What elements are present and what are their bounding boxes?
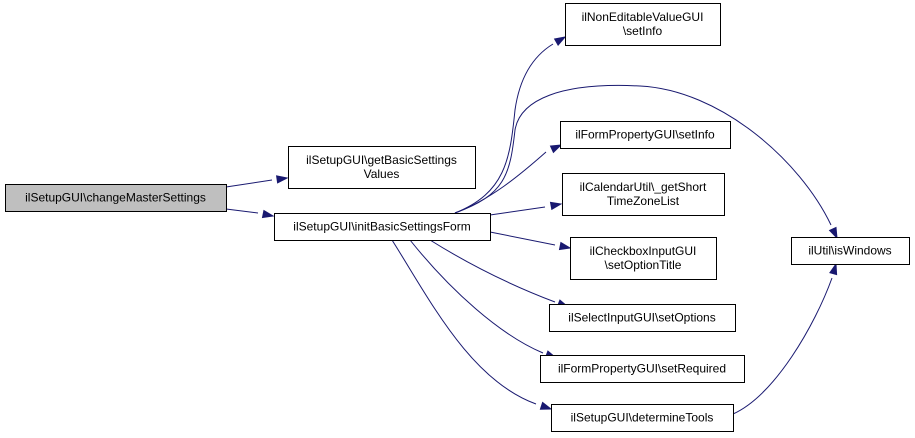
- edge-line: [225, 179, 273, 188]
- node-box: [540, 355, 745, 383]
- edge-arrowhead: [549, 201, 563, 211]
- node-util-iswindows[interactable]: ilUtil\isWindows: [791, 237, 910, 265]
- edge-change_master-to-get_basic_values: [225, 175, 289, 188]
- edge-line: [489, 231, 556, 246]
- node-checkbox-optiontitle[interactable]: ilCheckboxInputGUI\setOptionTitle: [570, 237, 717, 280]
- node-label: TimeZoneList: [607, 194, 680, 208]
- nodes-layer: ilSetupGUI\changeMasterSettings ilSetupGU…: [5, 3, 910, 432]
- node-box: [551, 404, 734, 432]
- edge-arrowhead: [539, 401, 553, 410]
- edge-init_basic_form-to-util_iswindows: [454, 84, 838, 240]
- node-label: ilCheckboxInputGUI: [590, 244, 697, 258]
- node-label: ilSetupGUI\changeMasterSettings: [25, 191, 206, 205]
- edge-line: [454, 84, 832, 226]
- edge-init_basic_form-to-select_setoptions: [429, 239, 570, 308]
- node-box: [565, 3, 721, 46]
- edge-arrowhead: [553, 36, 567, 46]
- edge-line: [429, 239, 556, 303]
- node-box: [5, 184, 227, 212]
- node-box: [570, 237, 717, 280]
- node-box: [791, 237, 910, 265]
- edge-line: [732, 277, 833, 415]
- node-label: \setInfo: [623, 24, 663, 38]
- edge-arrowhead: [558, 241, 572, 251]
- node-box: [288, 146, 476, 189]
- node-determine-tools[interactable]: ilSetupGUI\determineTools: [551, 404, 734, 432]
- edge-line: [454, 151, 547, 214]
- node-formprop-setinfo[interactable]: ilFormPropertyGUI\setInfo: [560, 121, 731, 149]
- node-box: [562, 173, 725, 216]
- node-label: Values: [364, 167, 400, 181]
- node-label: ilFormPropertyGUI\setInfo: [575, 128, 715, 142]
- node-label: ilSetupGUI\initBasicSettingsForm: [293, 220, 470, 234]
- node-box: [274, 213, 491, 241]
- node-label: ilSetupGUI\getBasicSettings: [306, 153, 457, 167]
- node-label: ilNonEditableValueGUI: [582, 10, 704, 24]
- node-box: [549, 304, 736, 332]
- edge-arrowhead: [261, 209, 275, 219]
- edge-init_basic_form-to-checkbox_optiontitle: [489, 231, 572, 251]
- edge-arrowhead: [276, 175, 289, 184]
- edge-arrowhead: [828, 226, 838, 240]
- edge-init_basic_form-to-noneditable_setinfo: [454, 36, 567, 214]
- node-box: [560, 121, 731, 149]
- edge-line: [225, 208, 259, 214]
- edge-init_basic_form-to-formprop_setrequired: [409, 239, 558, 359]
- node-label: ilSetupGUI\determineTools: [571, 411, 714, 425]
- node-noneditable-setinfo[interactable]: ilNonEditableValueGUI\setInfo: [565, 3, 721, 46]
- node-init-basic-form[interactable]: ilSetupGUI\initBasicSettingsForm: [274, 213, 491, 241]
- edge-arrowhead: [829, 262, 838, 276]
- node-label: ilCalendarUtil\_getShort: [580, 180, 707, 194]
- node-formprop-setrequired[interactable]: ilFormPropertyGUI\setRequired: [540, 355, 745, 383]
- edge-line: [454, 43, 554, 214]
- edge-change_master-to-init_basic_form: [225, 208, 275, 219]
- node-select-setoptions[interactable]: ilSelectInputGUI\setOptions: [549, 304, 736, 332]
- edges-layer: [225, 36, 838, 415]
- edge-determine_tools-to-util_iswindows: [732, 262, 838, 415]
- node-label: ilFormPropertyGUI\setRequired: [558, 362, 726, 376]
- edge-arrowhead: [549, 144, 563, 154]
- edge-line: [409, 239, 544, 354]
- node-label: ilSelectInputGUI\setOptions: [568, 311, 715, 325]
- edge-init_basic_form-to-determine_tools: [391, 239, 553, 410]
- edge-init_basic_form-to-formprop_setinfo: [454, 144, 563, 214]
- node-label: ilUtil\isWindows: [808, 244, 891, 258]
- edge-line: [391, 239, 537, 405]
- edge-init_basic_form-to-calendar_tzlist: [489, 201, 563, 216]
- edge-line: [489, 206, 546, 216]
- node-change-master[interactable]: ilSetupGUI\changeMasterSettings: [5, 184, 227, 212]
- node-label: \setOptionTitle: [605, 258, 682, 272]
